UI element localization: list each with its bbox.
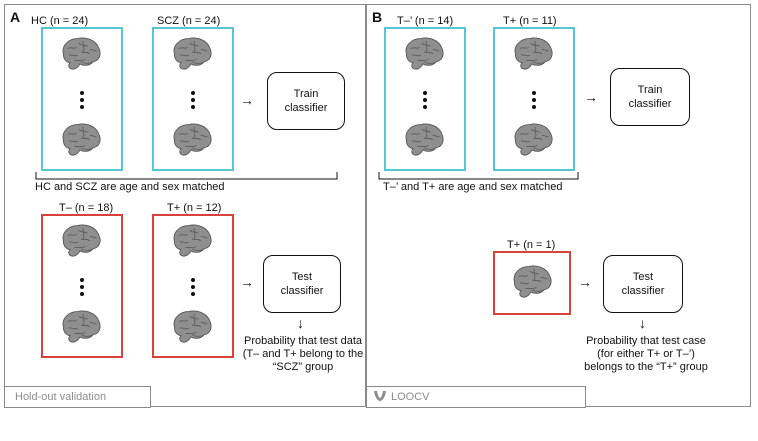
arrow-right-icon: →: [578, 274, 592, 290]
brain-icon: [170, 308, 214, 346]
test-label: Test: [291, 271, 313, 283]
t-minus-prime-group-label: T–’ (n = 14): [397, 15, 454, 27]
train-label: Train: [637, 84, 663, 96]
t-minus-test-box: [41, 214, 123, 358]
t-minus-prime-training-box: [384, 27, 466, 171]
brain-icon: [510, 263, 554, 301]
brain-icon: [402, 121, 446, 159]
arrow-right-icon: →: [240, 92, 254, 108]
panel-letter: B: [372, 9, 383, 25]
vertical-ellipsis-icon: [532, 91, 536, 112]
panel-letter: A: [10, 9, 21, 25]
brain-icon: [511, 121, 555, 159]
probability-line: (T– and T+ belong to the: [242, 348, 364, 360]
vertical-ellipsis-icon: [80, 278, 84, 299]
scz-group-label: SCZ (n = 24): [157, 15, 221, 27]
group-bracket: [35, 172, 338, 180]
arrow-down-icon: ↓: [297, 315, 304, 331]
brain-icon: [170, 121, 214, 159]
brain-icon: [59, 121, 103, 159]
train-classifier-box: Train classifier: [610, 68, 690, 126]
test-label: Test: [632, 271, 654, 283]
brain-icon: [402, 35, 446, 73]
t-plus-group-label: T+ (n = 11): [503, 15, 557, 27]
classifier-label: classifier: [280, 285, 324, 297]
brain-icon: [59, 308, 103, 346]
probability-line: “SCZ” group: [272, 361, 334, 373]
brain-icon: [511, 35, 555, 73]
vertical-ellipsis-icon: [80, 91, 84, 112]
hc-group-label: HC (n = 24): [31, 15, 89, 27]
loocv-text: LOOCV: [391, 391, 430, 403]
t-plus-training-box: [493, 27, 575, 171]
brain-icon: [59, 222, 103, 260]
brain-icon: [170, 35, 214, 73]
hc-training-box: [41, 27, 123, 171]
probability-line: belongs to the “T+” group: [584, 361, 708, 373]
t-plus-group-label: T+ (n = 12): [167, 202, 222, 214]
loocv-label: LOOCV: [366, 386, 586, 408]
t-plus-single-label: T+ (n = 1): [507, 239, 556, 251]
scz-training-box: [152, 27, 234, 171]
classifier-label: classifier: [621, 285, 665, 297]
train-classifier-box: Train classifier: [267, 72, 345, 130]
vertical-ellipsis-icon: [191, 278, 195, 299]
train-label: Train: [293, 88, 319, 100]
hold-out-validation-label: Hold-out validation: [4, 386, 151, 408]
test-classifier-box: Test classifier: [263, 255, 341, 313]
vertical-ellipsis-icon: [423, 91, 427, 112]
arrow-right-icon: →: [584, 89, 598, 105]
probability-note: Probability that test case (for either T…: [571, 335, 721, 374]
arrow-down-icon: ↓: [639, 315, 646, 331]
brain-icon: [170, 222, 214, 260]
probability-note: Probability that test data (T– and T+ be…: [241, 335, 365, 374]
panel-a: A HC (n = 24) SCZ (n = 24) → Train classi…: [4, 4, 366, 407]
probability-line: Probability that test data: [243, 335, 362, 347]
brain-icon: [59, 35, 103, 73]
match-note: HC and SCZ are age and sex matched: [35, 181, 225, 193]
probability-line: (for either T+ or T–’): [597, 348, 695, 360]
panel-b: B T–’ (n = 14) T+ (n = 11) → Train classi…: [366, 4, 751, 407]
vertical-ellipsis-icon: [191, 91, 195, 112]
test-classifier-box: Test classifier: [603, 255, 683, 313]
arrow-right-icon: →: [240, 274, 254, 290]
t-plus-test-box: [152, 214, 234, 358]
classifier-label: classifier: [284, 102, 328, 114]
journal-logo-icon: [374, 391, 386, 401]
probability-line: Probability that test case: [586, 335, 706, 347]
t-minus-group-label: T– (n = 18): [59, 202, 114, 214]
t-plus-test-case-box: [493, 251, 571, 315]
group-bracket: [378, 172, 579, 180]
classifier-label: classifier: [628, 98, 672, 110]
match-note: T–’ and T+ are age and sex matched: [383, 181, 563, 193]
